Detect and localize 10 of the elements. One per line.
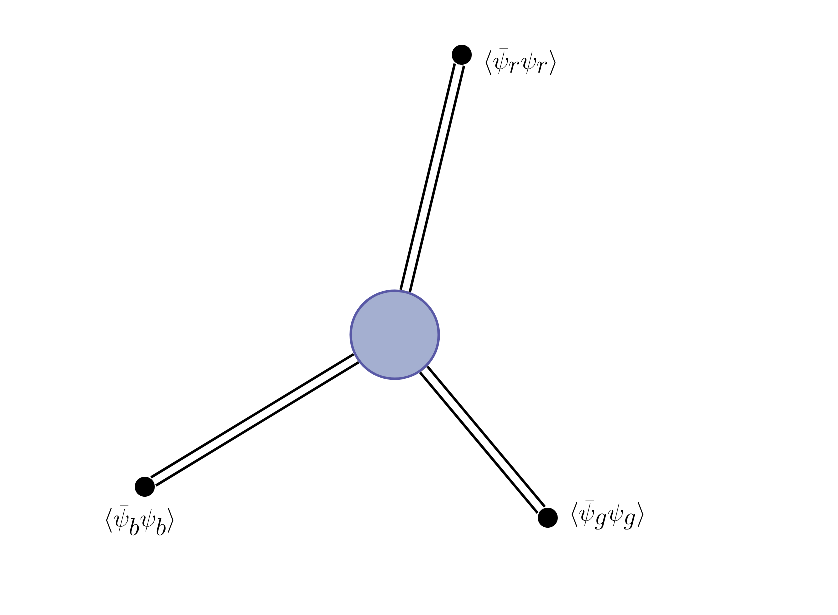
double-line-rod bbox=[419, 366, 546, 514]
end-dot bbox=[538, 508, 558, 528]
formula-label: $\langle \bar\psi_r \psi_r \rangle$ bbox=[486, 48, 556, 76]
end-dot bbox=[452, 44, 472, 65]
formula-label: $\langle \bar\psi_g \psi_g \rangle$ bbox=[572, 500, 644, 530]
center-node bbox=[350, 290, 440, 380]
double-line-rod bbox=[400, 64, 466, 292]
formula-label: $\langle \bar\psi_b \psi_b \rangle$ bbox=[106, 506, 174, 536]
double-line-rod bbox=[150, 353, 360, 487]
end-dot bbox=[135, 476, 155, 497]
